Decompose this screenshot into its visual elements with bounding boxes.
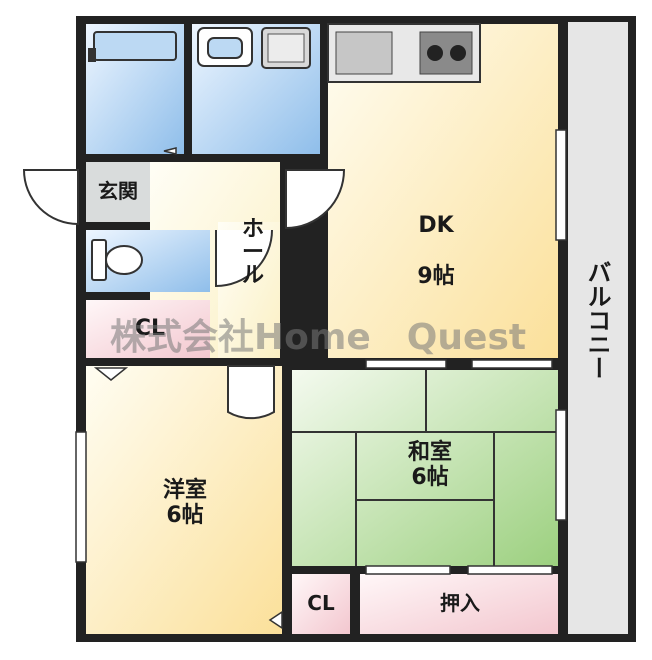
closet-south bbox=[292, 574, 350, 634]
room-youshitsu-size: 6帖 bbox=[166, 503, 204, 529]
balcony-area bbox=[568, 22, 628, 634]
room-dk-name: DK bbox=[418, 213, 454, 239]
sink-icon bbox=[335, 31, 393, 75]
hall-label: ホ ー ル bbox=[241, 217, 264, 289]
room-washitsu-name: 和室 bbox=[407, 440, 452, 465]
burner-icon bbox=[427, 45, 443, 61]
burner-icon bbox=[450, 45, 466, 61]
room-dk-label: DK 9帖 bbox=[398, 188, 474, 289]
oshiire-area bbox=[360, 574, 558, 634]
window-marks bbox=[75, 129, 567, 575]
genkan-area bbox=[86, 162, 150, 222]
washbasin-bowl-icon bbox=[207, 37, 243, 59]
closet-south-label: CL bbox=[307, 591, 335, 615]
room-youshitsu-name: 洋室 bbox=[162, 478, 207, 503]
bath-faucet-icon bbox=[88, 48, 96, 62]
room-washitsu-size: 6帖 bbox=[411, 465, 449, 491]
door-swings bbox=[22, 169, 346, 420]
washing-machine-lid-icon bbox=[267, 33, 305, 63]
genkan-label: 玄関 bbox=[98, 179, 138, 203]
bathtub-icon bbox=[93, 31, 177, 61]
watermark: 株式会社Home Quest bbox=[110, 317, 527, 358]
closet-west bbox=[86, 300, 210, 358]
closet-west-label: CL bbox=[134, 316, 166, 341]
toilet-tank-icon bbox=[91, 239, 107, 281]
room-youshitsu-label: 洋室 6帖 bbox=[147, 478, 223, 529]
tatami-lines bbox=[292, 370, 558, 566]
room-washitsu-label: 和室 6帖 bbox=[392, 440, 468, 491]
room-dk-size: 9帖 bbox=[417, 263, 455, 289]
direction-markers bbox=[93, 147, 283, 630]
balcony-label: バルコニー bbox=[583, 260, 611, 380]
oshiire-label: 押入 bbox=[440, 591, 480, 615]
toilet-bowl-icon bbox=[105, 245, 143, 275]
